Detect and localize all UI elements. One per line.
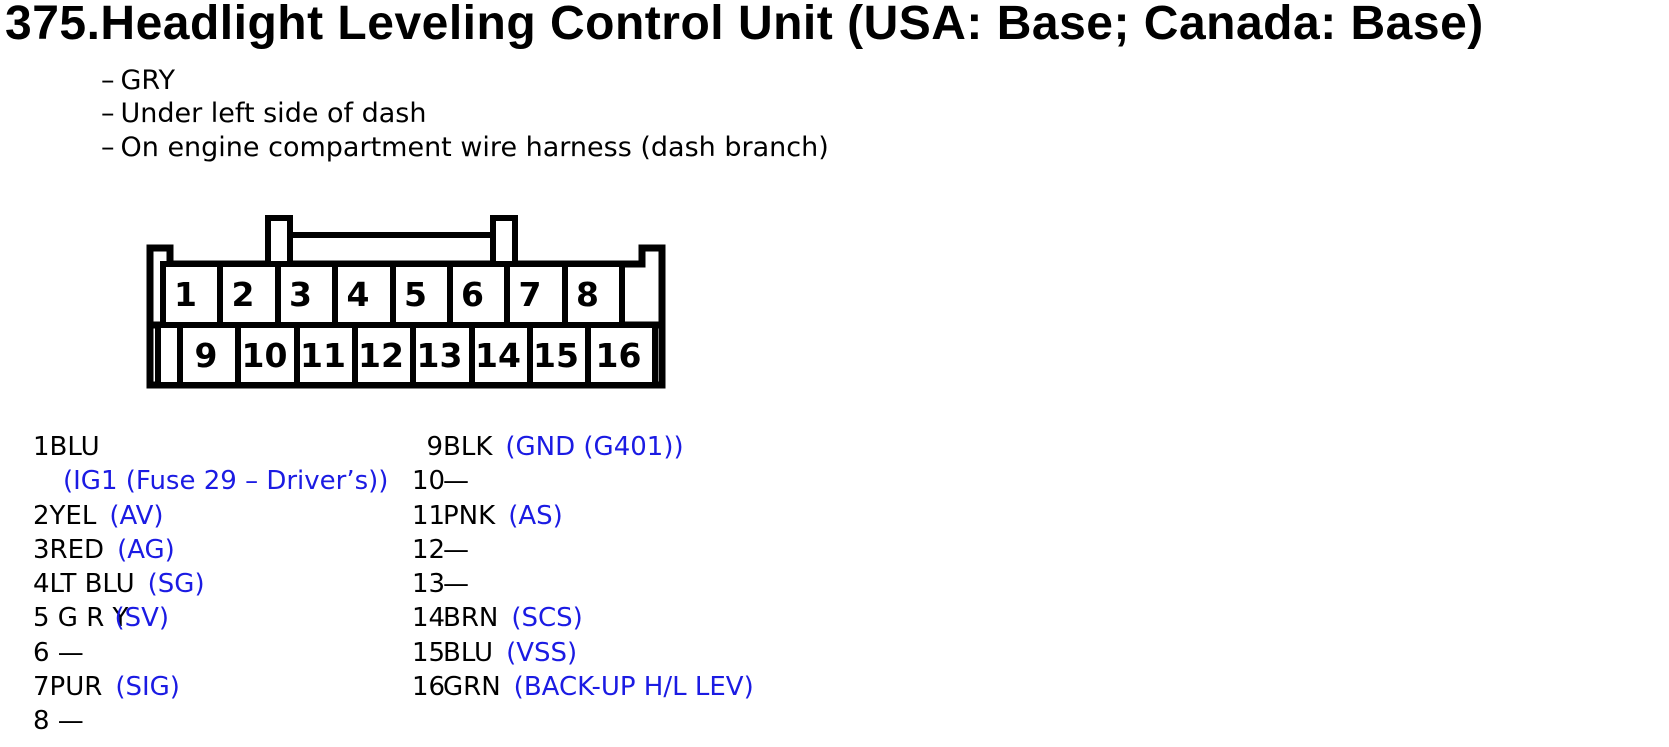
blank-slot (155, 322, 183, 388)
connector-svg: 1 2 3 4 5 6 7 8 9 10 11 12 13 14 15 16 (146, 215, 666, 389)
pin-row-15: 15BLU (VSS) (412, 636, 754, 670)
pin-number: 3 (33, 534, 50, 565)
pin-row-9: 9BLK (GND (G401)) (412, 430, 754, 464)
pin-wire-color: RED (49, 534, 105, 565)
cell-number-15: 15 (533, 336, 579, 375)
pin-wire-color: LT BLU (49, 569, 135, 600)
pin-row-14: 14BRN (SCS) (412, 601, 754, 635)
pin-function: (SV) (114, 603, 170, 634)
pin-function: (SCS) (511, 603, 583, 634)
pin-wire-color: PUR (49, 672, 103, 703)
pin-cell-16 (585, 322, 658, 388)
pin-function: (IG1 (Fuse 29 – Driver’s)) (63, 466, 389, 497)
cell-number-11: 11 (300, 336, 346, 375)
note-line: –On engine compartment wire harness (das… (101, 131, 829, 164)
pin-wire-color: — (443, 569, 469, 600)
pin-row-1: 1BLU (33, 430, 388, 464)
cell-number-8: 8 (576, 275, 599, 314)
pin-wire-color: — (443, 534, 469, 565)
cell-number-5: 5 (404, 275, 427, 314)
pin-wire-color: BLK (443, 432, 493, 462)
dash-bullet: – (101, 98, 115, 130)
cell-number-2: 2 (232, 275, 255, 314)
cell-number-4: 4 (347, 275, 370, 314)
pin-function: (SG) (147, 569, 205, 600)
pin-row-10: 10— (412, 464, 754, 498)
pin-number: 6 (33, 637, 50, 668)
pin-number: 13 (412, 569, 446, 600)
pin-wire-color: — (443, 466, 469, 497)
pin-function: (AS) (508, 500, 563, 531)
pin-row-13: 13— (412, 567, 754, 601)
cell-number-9: 9 (195, 336, 218, 375)
cell-number-1: 1 (174, 275, 197, 314)
dash-bullet: – (101, 65, 115, 96)
cell-number-7: 7 (519, 275, 542, 314)
pin-number: 1 (33, 432, 50, 462)
pin-number: 5 (33, 603, 50, 634)
pin-number: 14 (412, 603, 446, 634)
pin-function: (SIG) (115, 672, 180, 703)
pin-function: (AG) (117, 534, 175, 565)
pin-wire-color: G R Y (49, 603, 129, 634)
note-text: GRY (120, 65, 175, 96)
pin-row-11: 11PNK (AS) (412, 499, 754, 533)
pin-number: 9 (426, 432, 443, 462)
pin-row-12: 12— (412, 533, 754, 567)
pin-cell-10 (235, 322, 300, 388)
pin-function: (AV) (109, 500, 164, 531)
pin-row-3: 3RED (AG) (33, 533, 388, 567)
pin-function: (VSS) (506, 637, 578, 668)
notes-list: –GRY –Under left side of dash –On engine… (101, 64, 829, 164)
pin-list-right: 9BLK(GND (G401)) 10— 11PNK(AS) 12— 13— 1… (412, 430, 754, 704)
note-line: –GRY (101, 64, 829, 97)
pin-row-5: 5 G R Y(SV) (33, 601, 388, 635)
pin-wire-color: YEL (49, 500, 97, 531)
pin-number: 7 (33, 672, 50, 703)
pin-number: 15 (412, 637, 446, 668)
cell-number-10: 10 (242, 336, 288, 375)
pin-number: 16 (412, 672, 446, 703)
cell-number-6: 6 (461, 275, 484, 314)
note-text: Under left side of dash (120, 98, 427, 130)
pin-row-2: 2YEL (AV) (33, 499, 388, 533)
pin-list-left: 1BLU (IG1 (Fuse 29 – Driver’s)) 2YEL (AV)… (33, 430, 388, 739)
cell-number-16: 16 (596, 336, 642, 375)
pin-wire-color: BRN (443, 603, 499, 634)
latch-post-right (490, 215, 518, 267)
pin-row-7: 7PUR (SIG) (33, 670, 388, 704)
pin-wire-color: BLU (49, 432, 100, 462)
pin-function: (GND (G401)) (505, 432, 684, 462)
connector-diagram: 1 2 3 4 5 6 7 8 9 10 11 12 13 14 15 16 (140, 200, 670, 392)
pin-number: 2 (33, 500, 50, 531)
pin-number: 8 (33, 706, 50, 737)
cell-number-14: 14 (475, 336, 521, 375)
pin-wire-color: BLU (443, 637, 494, 668)
pin-number: 12 (412, 534, 446, 565)
cell-number-13: 13 (417, 336, 463, 375)
pin-row-1-function: (IG1 (Fuse 29 – Driver’s)) (33, 464, 388, 498)
pin-number: 10 (412, 466, 446, 497)
pin-number: 11 (412, 500, 446, 531)
dash-bullet: – (101, 131, 115, 163)
latch-post-left (265, 215, 293, 267)
pin-row-4: 4LT BLU (SG) (33, 567, 388, 601)
cell-number-12: 12 (358, 336, 404, 375)
pin-wire-color: PNK (443, 500, 496, 531)
pin-number: 4 (33, 569, 50, 600)
page-title: 375.Headlight Leveling Control Unit (USA… (5, 0, 1484, 50)
pin-wire-color: GRN (443, 672, 501, 703)
note-text: On engine compartment wire harness (dash… (120, 131, 829, 163)
pin-function: (BACK-UP H/L LEV) (513, 672, 754, 703)
pin-cell-12 (352, 322, 416, 388)
cell-number-3: 3 (289, 275, 312, 314)
pin-wire-color: — (49, 637, 84, 668)
pin-wire-color: — (49, 706, 84, 737)
pin-row-8: 8 — (33, 704, 388, 738)
pin-row-16: 16GRN (BACK-UP H/L LEV) (412, 670, 754, 704)
note-line: –Under left side of dash (101, 97, 829, 130)
pin-cell-11 (294, 322, 358, 388)
pin-row-6: 6 — (33, 636, 388, 670)
